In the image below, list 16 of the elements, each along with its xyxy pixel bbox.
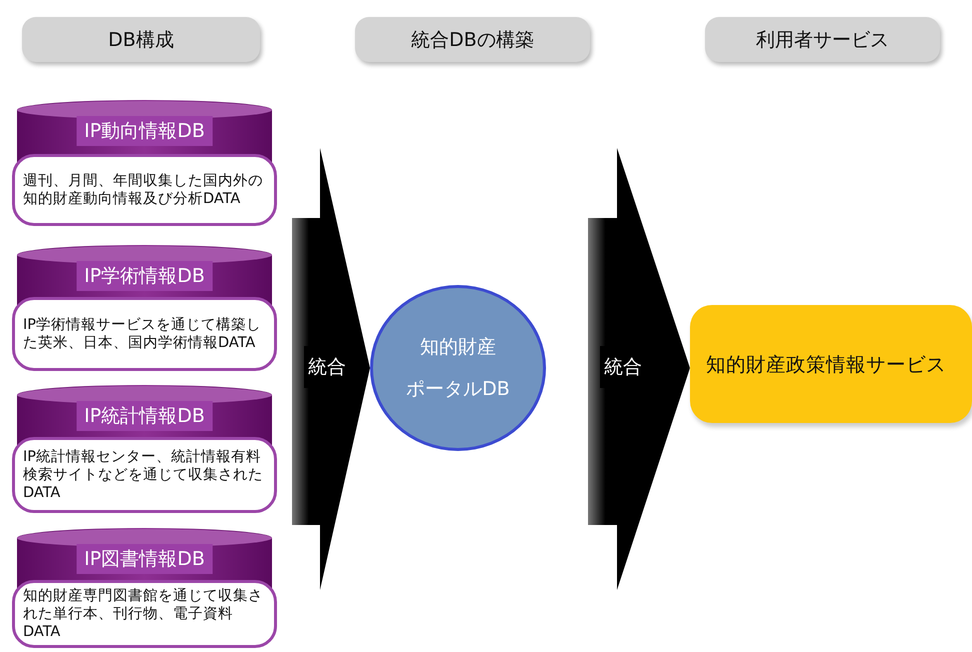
description-box: 週刊、月間、年間収集した国内外の知的財産動向情報及び分析DATA — [12, 154, 277, 226]
database-title: IP図書情報DB — [76, 544, 213, 574]
database-title: IP学術情報DB — [76, 261, 213, 291]
block-arrow — [292, 148, 370, 590]
database-title: IP統計情報DB — [76, 401, 213, 431]
block-arrow — [588, 148, 690, 590]
service-box: 知的財産政策情報サービス — [690, 305, 972, 423]
database-title: IP動向情報DB — [76, 116, 213, 146]
circle-label: ポータルDB — [406, 378, 510, 400]
description-box: IP統計情報センター、統計情報有料検索サイトなどを通じて収集されたDATA — [12, 437, 277, 513]
header-pill: 利用者サービス — [705, 17, 940, 62]
circle-label: 知的財産 — [420, 336, 496, 358]
header-pill: DB構成 — [22, 17, 260, 62]
header-pill: 統合DBの構築 — [355, 17, 590, 62]
description-box: IP学術情報サービスを通じて構築した英米、日本、国内学術情報DATA — [12, 297, 277, 371]
description-box: 知的財産専門図書館を通じて収集された単行本、刊行物、電子資料DATA — [12, 580, 277, 648]
